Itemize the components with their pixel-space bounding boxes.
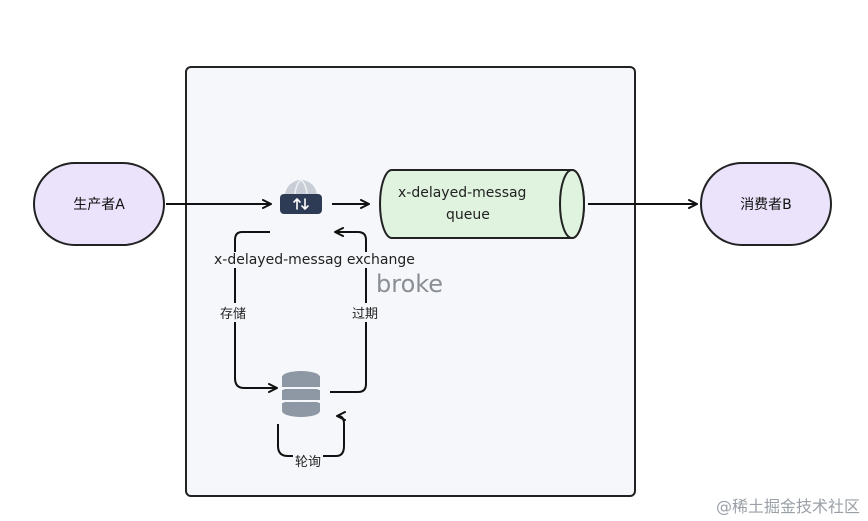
consumer-label: 消费者B — [740, 197, 792, 213]
store-edge-label: 存储 — [219, 303, 248, 322]
producer-label: 生产者A — [73, 197, 125, 213]
producer-node: 生产者A — [33, 162, 165, 246]
queue-label-line2: queue — [446, 207, 490, 223]
broker-label: broke — [376, 270, 444, 298]
poll-arrow — [277, 411, 347, 457]
exchange-icon — [280, 179, 322, 214]
broker-container — [185, 66, 636, 497]
queue-label-line1: x-delayed-messag — [398, 185, 527, 201]
exchange-label: x-delayed-messag exchange — [212, 252, 417, 268]
consumer-node: 消费者B — [700, 162, 832, 246]
poll-edge-label: 轮询 — [293, 451, 324, 470]
queue-node — [379, 169, 585, 239]
database-icon — [282, 371, 320, 417]
expire-edge-label: 过期 — [351, 303, 380, 322]
footer-brand: @稀土掘金技术社区 — [715, 497, 860, 516]
